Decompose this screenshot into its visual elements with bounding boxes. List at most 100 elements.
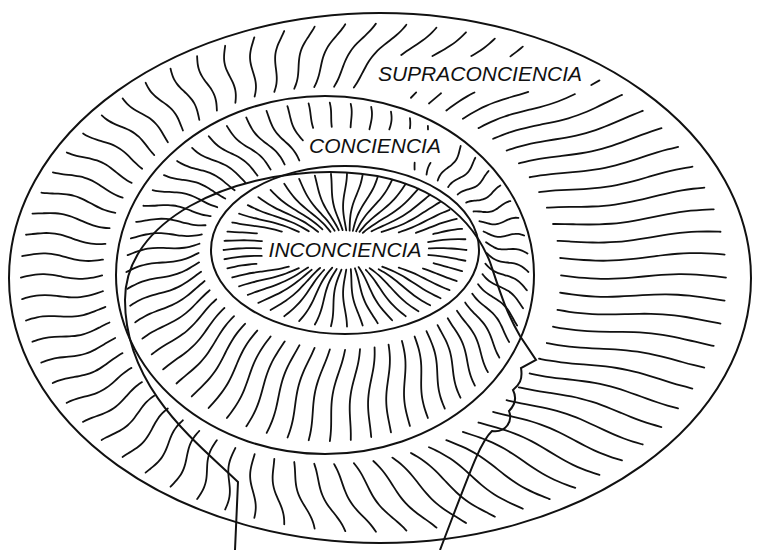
- hatch-stroke: [209, 136, 258, 175]
- hatch-stroke: [131, 233, 202, 238]
- hatch-stroke: [314, 464, 345, 531]
- hatch-stroke: [146, 420, 183, 472]
- outer-ellipse: SUPRACONCIENCIACONCIENCIAINCONCIENCIA: [8, 12, 752, 544]
- hatch-stroke: [493, 95, 622, 139]
- hatch-stroke: [309, 103, 314, 127]
- hatch-stroke: [246, 341, 284, 426]
- hatch-stroke: [438, 146, 461, 181]
- hatch-stroke: [22, 253, 103, 261]
- hatch-stroke: [359, 267, 393, 320]
- hatch-stroke: [465, 303, 499, 358]
- hatch-stroke: [21, 274, 102, 279]
- ellipse-line: [9, 13, 751, 543]
- hatch-stroke: [250, 37, 256, 96]
- hatch-stroke: [343, 270, 347, 327]
- hatch-stroke: [591, 80, 599, 85]
- inner-ellipse: INCONCIENCIA: [210, 165, 480, 335]
- hatch-stroke: [530, 147, 678, 177]
- hatch-stroke: [227, 126, 271, 170]
- hatch-stroke: [246, 117, 284, 164]
- hatch-stroke: [271, 268, 321, 310]
- hatch-stroke: [273, 459, 285, 524]
- hatch-stroke: [146, 83, 183, 131]
- hatch-stroke: [135, 281, 204, 322]
- hatch-stroke: [274, 31, 284, 92]
- ellipse-line: [211, 166, 479, 334]
- hatch-stroke: [350, 349, 360, 440]
- hatch-stroke: [294, 27, 314, 89]
- hatch-stroke: [136, 219, 205, 226]
- hatch-stroke: [53, 172, 123, 197]
- hatch-stroke: [486, 242, 527, 253]
- hatch-stroke: [426, 331, 444, 408]
- hatch-stroke: [539, 359, 692, 389]
- hatch-stroke: [463, 432, 575, 488]
- hatch-stroke: [258, 197, 318, 232]
- hatch-stroke: [227, 232, 257, 234]
- hatch-stroke: [351, 269, 363, 325]
- hatch-stroke: [411, 453, 495, 517]
- hatch-stroke: [331, 174, 343, 230]
- hatch-stroke: [330, 103, 332, 127]
- hatch-stroke: [423, 269, 457, 282]
- hatch-stroke: [250, 454, 256, 518]
- hatch-stroke: [561, 274, 726, 279]
- hatch-stroke: [164, 175, 225, 198]
- hatch-stroke: [153, 190, 218, 207]
- hatch-stroke: [557, 231, 720, 242]
- hatch-stroke: [26, 233, 105, 244]
- hatch-stroke: [267, 345, 300, 433]
- hatch-stroke: [448, 158, 475, 187]
- middle-ellipse: CONCIENCIAINCONCIENCIA: [115, 95, 535, 455]
- hatch-stroke: [163, 308, 224, 369]
- hatch-stroke: [553, 327, 714, 346]
- hatch-stroke: [123, 408, 168, 456]
- hatch-stroke: [427, 126, 429, 129]
- hatch-stroke: [309, 349, 330, 440]
- hatch-stroke: [428, 255, 465, 261]
- hatch-stroke: [197, 56, 217, 110]
- hatch-stroke: [32, 323, 109, 342]
- hatch-stroke: [267, 111, 300, 161]
- hatch-stroke: [314, 24, 345, 87]
- hatch-stroke: [353, 177, 378, 231]
- hatch-stroke: [334, 24, 376, 87]
- hatch-stroke: [224, 248, 262, 250]
- hatch-stroke: [474, 201, 511, 212]
- hatch-stroke: [446, 92, 474, 110]
- hatch-stroke: [432, 32, 466, 56]
- hatch-stroke: [368, 347, 375, 437]
- hatch-stroke: [386, 345, 391, 433]
- hatch-stroke: [547, 188, 704, 208]
- hatch-stroke: [315, 176, 339, 231]
- hatch-stroke: [401, 28, 436, 55]
- hatch-stroke: [389, 112, 391, 130]
- hatch-stroke: [227, 336, 271, 418]
- hatch-stroke: [479, 218, 518, 225]
- hatch-stroke: [434, 263, 463, 271]
- hatch-stroke: [343, 174, 347, 231]
- hatch-stroke: [176, 316, 234, 383]
- hatch-stroke: [507, 400, 643, 444]
- hatch-stroke: [463, 92, 528, 119]
- hatch-stroke: [448, 318, 475, 385]
- hatch-stroke: [409, 118, 411, 128]
- hatch-stroke: [557, 310, 720, 324]
- hatch-stroke: [373, 461, 436, 528]
- hatch-stroke: [330, 350, 345, 441]
- hatch-stroke: [142, 290, 209, 338]
- hatch-stroke: [271, 190, 323, 229]
- hatch-stroke: [429, 93, 441, 103]
- hatch-stroke: [26, 307, 105, 321]
- hatch-stroke: [484, 231, 525, 236]
- hatch-stroke: [510, 47, 522, 57]
- hatch-stroke: [507, 111, 643, 151]
- hatch-stroke: [170, 431, 199, 487]
- hatch-stroke: [41, 193, 115, 213]
- hatch-stroke: [232, 267, 289, 278]
- hatch-stroke: [171, 69, 200, 120]
- hatch-stroke: [530, 373, 678, 408]
- hatch-stroke: [379, 269, 431, 305]
- band-label: INCONCIENCIA: [269, 238, 422, 261]
